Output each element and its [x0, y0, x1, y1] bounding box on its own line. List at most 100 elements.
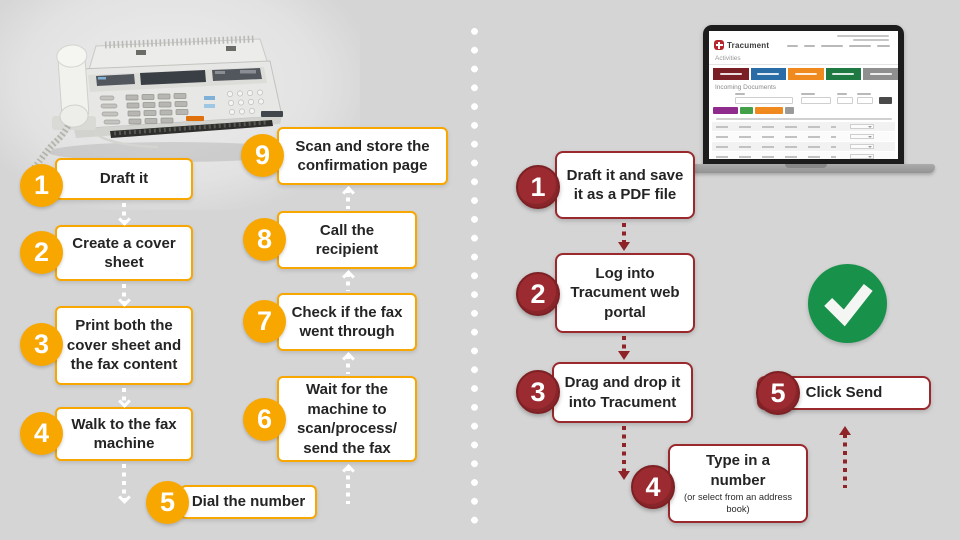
fax-step-7: 7 Check if the fax went through	[243, 293, 417, 351]
flow-arrow-up	[341, 186, 355, 209]
flow-arrow-down	[117, 284, 131, 307]
step-number-badge: 3	[516, 370, 560, 414]
fax-step-6: 6 Wait for the machine to scan/​process/…	[243, 376, 417, 462]
step-label: Dial the number	[191, 493, 306, 511]
nav-item-placeholder	[787, 45, 798, 47]
tab-documents-blue	[750, 68, 786, 80]
fax-step-9: 9 Scan and store the confirmation page	[241, 127, 448, 185]
step-label-box: Log into Tracument web portal	[555, 253, 695, 333]
step-label-box: Call the recipient	[277, 211, 417, 269]
table-row	[712, 152, 895, 159]
step-number-badge: 6	[243, 398, 286, 441]
step-label: Draft it	[99, 170, 149, 188]
step-number-badge: 4	[20, 412, 63, 455]
step-label: Walk to the fax machine	[71, 415, 177, 453]
nav-item-placeholder	[849, 45, 871, 47]
table-header-placeholder	[716, 118, 892, 120]
tracument-step-5: 5 Click Send	[756, 371, 931, 415]
step-label-box: Draft it	[55, 158, 193, 200]
screen-divider	[709, 64, 898, 65]
flow-arrow-up	[341, 270, 355, 291]
step-label-box: Check if the fax went through	[277, 293, 417, 351]
filter-input	[801, 97, 831, 104]
step-label: Wait for the machine to scan/​process/​s…	[296, 381, 398, 457]
flow-arrow-down	[117, 388, 131, 408]
step-label-box: Create a cover sheet	[55, 225, 193, 281]
step-number-badge: 2	[516, 272, 560, 316]
fax-body	[73, 35, 283, 138]
flow-arrow-up	[341, 464, 355, 504]
account-text-placeholder	[853, 39, 889, 41]
step-label-box: Drag and drop it into Tracument	[552, 362, 693, 423]
step-label: Scan and store the confirmation page	[295, 137, 430, 175]
flow-arrow-down	[617, 223, 631, 251]
tab-documents-red	[713, 68, 749, 80]
step-note: (or select from an address book)	[684, 492, 792, 514]
filter-date-input	[837, 97, 853, 104]
step-number-badge: 1	[516, 165, 560, 209]
fax-step-8: 8 Call the recipient	[243, 211, 417, 269]
success-check-icon	[808, 264, 887, 343]
fax-step-1: 1 Draft it	[20, 158, 193, 207]
nav-item-placeholder	[877, 45, 890, 47]
step-label: Call the recipient	[315, 221, 379, 259]
filter-button	[879, 97, 892, 104]
flow-arrow-up	[838, 426, 852, 488]
tracument-logo-icon	[714, 40, 724, 50]
step-number-badge: 8	[243, 218, 286, 261]
filter-label-placeholder	[857, 93, 871, 95]
flow-arrow-up	[341, 352, 355, 374]
fax-paper-slot	[110, 120, 273, 138]
step-number-badge: 1	[20, 164, 63, 207]
filter-label-placeholder	[801, 93, 815, 95]
step-label-box: Wait for the machine to scan/​process/​s…	[277, 376, 417, 462]
fax-machine-photo	[29, 35, 298, 172]
table-row	[712, 122, 895, 131]
tracument-portal-screen: Tracument Activities Incoming Documents	[709, 31, 898, 159]
step-label-box: Type in a number (or select from an addr…	[668, 444, 808, 523]
tab-documents-green	[825, 68, 861, 80]
step-number-badge: 5	[756, 371, 800, 415]
step-label: Log into Tracument web portal	[570, 264, 680, 321]
action-chip-gray	[785, 107, 794, 114]
nav-item-placeholder	[821, 45, 843, 47]
tracument-step-1: 1 Draft it and save it as a PDF file	[516, 151, 695, 219]
step-label-box: Scan and store the confirmation page	[277, 127, 448, 185]
step-label-box: Draft it and save it as a PDF file	[555, 151, 695, 219]
row-select-dropdown	[850, 153, 874, 159]
step-label: Create a cover sheet	[72, 234, 176, 272]
step-label-box: Dial the number	[180, 485, 317, 519]
fax-step-4: 4 Walk to the fax machine	[20, 407, 193, 461]
step-label: Drag and drop it into Tracument	[564, 374, 681, 411]
action-chip-green	[740, 107, 753, 114]
divider-dots	[470, 22, 479, 534]
step-label: Click Send	[805, 384, 883, 402]
table-row	[712, 142, 895, 151]
tracument-step-2: 2 Log into Tracument web portal	[516, 253, 695, 333]
flow-arrow-down	[617, 426, 631, 480]
step-number-badge: 2	[20, 231, 63, 274]
step-number-badge: 9	[241, 134, 284, 177]
fax-keypad	[99, 89, 283, 125]
step-label: Check if the fax went through	[291, 303, 403, 341]
filter-select	[735, 97, 793, 104]
incoming-documents-label: Incoming Documents	[715, 84, 777, 91]
tracument-step-3: 3 Drag and drop it into Tracument	[516, 362, 693, 423]
fax-shadow	[48, 142, 298, 162]
nav-item-placeholder	[804, 45, 815, 47]
step-number-badge: 3	[20, 323, 63, 366]
account-text-placeholder	[837, 35, 889, 37]
laptop-base	[677, 164, 935, 173]
step-label: Type in a number	[706, 452, 770, 489]
filter-label-placeholder	[735, 93, 745, 95]
flow-arrow-down	[617, 336, 631, 360]
flow-arrow-down	[117, 203, 131, 226]
step-number-badge: 7	[243, 300, 286, 343]
activities-label: Activities	[715, 55, 741, 62]
step-label: Print both the cover sheet and the fax c…	[66, 317, 182, 374]
row-select-dropdown	[850, 123, 874, 129]
tab-documents-orange	[788, 68, 824, 80]
fax-step-2: 2 Create a cover sheet	[20, 225, 193, 281]
action-chip-purple	[713, 107, 738, 114]
